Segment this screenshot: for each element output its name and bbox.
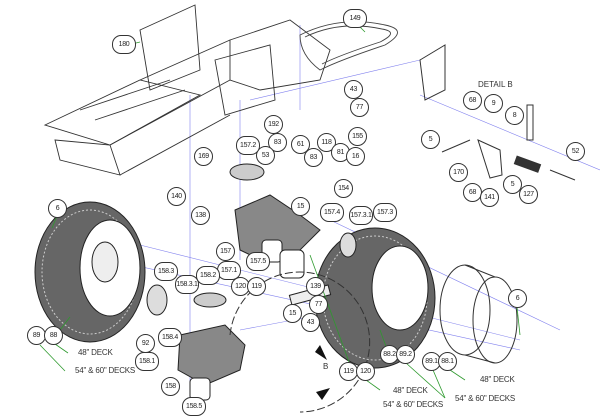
leader-lines bbox=[39, 24, 521, 399]
callout: 158 bbox=[161, 377, 180, 396]
callout: 141 bbox=[480, 188, 499, 207]
left-tire bbox=[34, 201, 146, 343]
frame bbox=[43, 4, 331, 176]
callout: 155 bbox=[348, 127, 367, 146]
detail-b-title: DETAIL B bbox=[478, 80, 513, 89]
callout: 61 bbox=[291, 135, 310, 154]
callout: 149 bbox=[343, 9, 367, 28]
callout: 158.3 bbox=[154, 262, 178, 281]
callout: 119 bbox=[247, 277, 266, 296]
callout: 157.3.1 bbox=[349, 206, 373, 225]
callout: 68 bbox=[463, 183, 482, 202]
callout: 157.3 bbox=[373, 203, 397, 222]
callout: 92 bbox=[136, 334, 155, 353]
note-48-deck: 48" DECK bbox=[78, 348, 113, 357]
callout: 16 bbox=[346, 147, 365, 166]
callout: 88 bbox=[44, 326, 63, 345]
callout: 157.2 bbox=[236, 136, 260, 155]
callout: 77 bbox=[350, 98, 369, 117]
callout: 157.5 bbox=[246, 252, 270, 271]
note-54-60-decks: 54" & 60" DECKS bbox=[455, 394, 516, 403]
callout: 139 bbox=[306, 277, 325, 296]
callout: 8 bbox=[505, 106, 524, 125]
arrow-icon bbox=[316, 388, 330, 400]
right-tire bbox=[314, 227, 436, 369]
right-rim bbox=[439, 264, 518, 364]
callout: 15 bbox=[283, 304, 302, 323]
callout: 83 bbox=[268, 133, 287, 152]
note-54-60-decks: 54" & 60" DECKS bbox=[383, 400, 444, 409]
callout: 43 bbox=[344, 80, 363, 99]
callout: 158.3.1 bbox=[175, 275, 199, 294]
callout: 68 bbox=[463, 91, 482, 110]
callout: 158.5 bbox=[182, 397, 206, 416]
callout: 88.1 bbox=[438, 352, 457, 371]
callout: 6 bbox=[508, 289, 527, 308]
callout: 158.2 bbox=[196, 266, 220, 285]
note-54-60-decks: 54" & 60" DECKS bbox=[75, 366, 136, 375]
note-48-deck: 48" DECK bbox=[393, 386, 428, 395]
callout: 15 bbox=[291, 197, 310, 216]
callout: 140 bbox=[167, 187, 186, 206]
detail-b-parts bbox=[419, 44, 576, 181]
callout: 5 bbox=[421, 130, 440, 149]
arrow-icon bbox=[315, 345, 327, 360]
callout: 154 bbox=[334, 179, 353, 198]
note-48-deck: 48" DECK bbox=[480, 375, 515, 384]
callout: 192 bbox=[264, 115, 283, 134]
callout: 5 bbox=[503, 175, 522, 194]
callout: 6 bbox=[48, 199, 67, 218]
callout: 83 bbox=[304, 148, 323, 167]
callout: 180 bbox=[112, 35, 136, 54]
callout: 158.4 bbox=[158, 328, 182, 347]
lower-transaxle bbox=[146, 284, 246, 401]
callout: 127 bbox=[519, 185, 538, 204]
callout: 9 bbox=[484, 94, 503, 113]
callout: 81 bbox=[331, 143, 350, 162]
callout: 169 bbox=[194, 147, 213, 166]
callout: 157.4 bbox=[320, 203, 344, 222]
callout: 77 bbox=[309, 295, 328, 314]
callout: 43 bbox=[301, 313, 320, 332]
callout: 158.1 bbox=[135, 352, 159, 371]
callout: 120 bbox=[356, 362, 375, 381]
callout: 89.2 bbox=[396, 345, 415, 364]
callout: 53 bbox=[256, 146, 275, 165]
callout: 170 bbox=[449, 163, 468, 182]
callout: 157 bbox=[216, 242, 235, 261]
upper-transaxle bbox=[229, 163, 321, 279]
callout: 138 bbox=[191, 206, 210, 225]
belt bbox=[299, 21, 398, 71]
callout: 52 bbox=[566, 142, 585, 161]
detail-b-marker: B bbox=[323, 362, 329, 371]
